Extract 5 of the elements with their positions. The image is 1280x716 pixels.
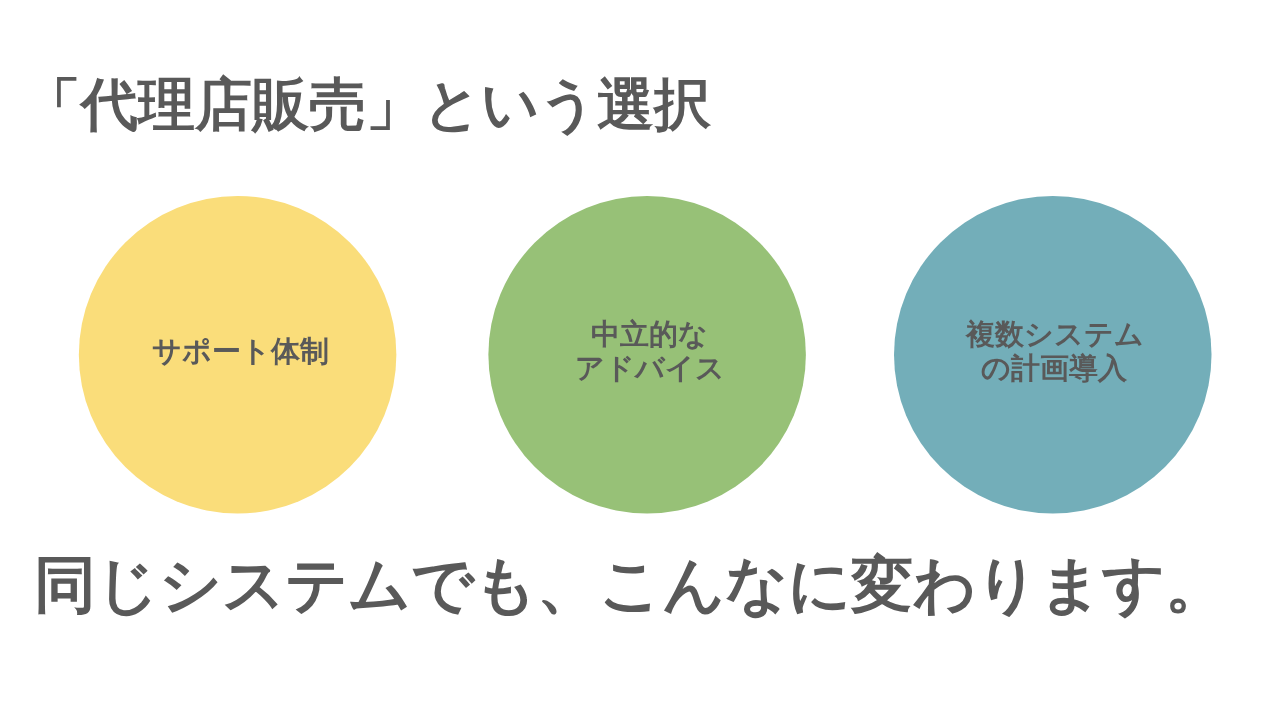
- node-circle: 中立的なアドバイス: [488, 196, 806, 514]
- node-circle: 複数システムの計画導入: [894, 196, 1212, 514]
- diagram-title: 「代理店販売」という選択: [23, 70, 711, 137]
- node-circle: サポート体制: [78, 196, 397, 514]
- caption: 同じシステムでも、こんなに変わります。: [34, 548, 1228, 622]
